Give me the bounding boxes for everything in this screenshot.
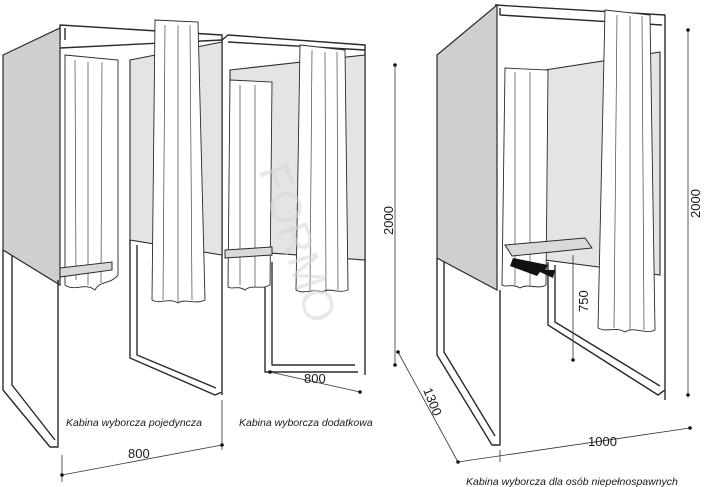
dim-dot xyxy=(688,426,692,430)
accessible-shelf xyxy=(504,237,593,257)
additional-curtain-left xyxy=(227,79,273,291)
caption-single: Kabina wyborcza pojedyncza xyxy=(66,417,202,429)
caption-accessible: Kabina wyborcza dla osób niepełnospawnyc… xyxy=(466,476,678,487)
dim-dot xyxy=(60,473,64,477)
additional-front-leg-inner xyxy=(271,262,355,366)
dim-accessible-height: 2000 xyxy=(688,189,703,218)
accessible-curtain-right-folds xyxy=(613,14,645,331)
caption-additional: Kabina wyborcza dodatkowa xyxy=(239,417,373,429)
additional-curtain-rod xyxy=(227,41,366,51)
dim-dot xyxy=(393,363,397,367)
single-front-leg-right xyxy=(129,240,223,396)
accessible-front-leg-left-inner xyxy=(443,262,496,437)
dim-shelf-height: 750 xyxy=(576,290,591,312)
accessible-curtain-left xyxy=(501,67,549,289)
dim-single-width: 800 xyxy=(128,446,150,461)
dim-dot xyxy=(220,443,224,447)
accessible-front-leg-left xyxy=(436,258,501,446)
accessible-width-dimline xyxy=(457,427,691,463)
shelf-direction-arrow-icon xyxy=(510,258,555,278)
dim-accessible-width: 1000 xyxy=(588,434,617,449)
accessible-curtain-right xyxy=(597,9,656,333)
single-curtain-right-folds xyxy=(162,24,193,302)
dim-dot xyxy=(686,28,690,32)
single-curtain-right xyxy=(151,19,206,304)
single-width-dimline xyxy=(61,400,223,482)
accessible-booth xyxy=(436,3,666,446)
single-shelf xyxy=(59,261,113,278)
accessible-side-panel xyxy=(436,3,498,291)
dim-dot xyxy=(686,393,690,397)
single-curtain-left xyxy=(64,54,119,291)
dim-dot xyxy=(358,390,362,394)
single-booth xyxy=(2,19,223,448)
left-dimensions xyxy=(60,63,397,482)
accessible-back-frame xyxy=(494,4,666,400)
dim-dot xyxy=(396,350,400,354)
additional-curtain-right xyxy=(295,44,349,293)
accessible-depth-dimline xyxy=(397,351,459,463)
single-front-leg-left xyxy=(2,250,59,448)
additional-width-dimline xyxy=(269,371,361,393)
dim-dot xyxy=(393,63,397,67)
single-front-leg-inner xyxy=(11,255,56,441)
additional-booth xyxy=(221,34,366,375)
single-front-leg-right-inner xyxy=(136,245,217,389)
single-side-panel xyxy=(2,27,61,287)
additional-curtain-right-folds xyxy=(309,49,339,293)
accessible-front-leg-right-inner xyxy=(554,265,661,387)
dim-additional-width: 800 xyxy=(304,371,326,386)
accessible-front-leg-right xyxy=(547,262,666,396)
additional-front-leg xyxy=(264,260,358,373)
right-dimensions xyxy=(396,28,692,464)
dim-dot xyxy=(571,358,575,362)
single-curtain-left-folds xyxy=(74,59,103,285)
additional-shelf xyxy=(224,246,273,259)
dim-dot xyxy=(268,370,272,374)
dim-accessible-depth: 1300 xyxy=(420,386,445,418)
dim-double-height: 2000 xyxy=(381,206,396,235)
